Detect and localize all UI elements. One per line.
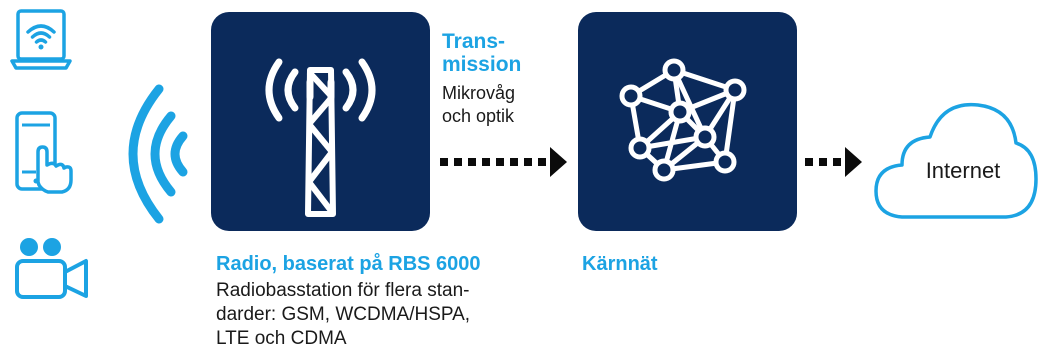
internet-label: Internet (925, 158, 1001, 183)
transmission-title-line1: Trans- (442, 30, 506, 53)
dotted-arrow-internet (802, 144, 866, 180)
core-network-title: Kärnnät (582, 253, 658, 275)
transmission-desc-line1: Mikrovåg (442, 83, 516, 103)
network-mesh-icon (619, 58, 747, 182)
signal-waves-icon (115, 84, 195, 224)
radio-tower-icon (265, 58, 376, 217)
radio-desc-line3: LTE och CDMA (216, 328, 347, 349)
internet-cloud-icon (872, 95, 1040, 223)
radio-title: Radio, baserat på RBS 6000 (216, 253, 481, 275)
radio-desc-line2: darder: GSM, WCDMA/HSPA, (216, 304, 471, 325)
video-camera-icon (14, 236, 92, 302)
radio-desc-line1: Radiobasstation för flera stan- (216, 280, 470, 301)
dotted-arrow-transmission (437, 144, 569, 180)
radio-base-station-box (211, 12, 430, 231)
laptop-wifi-icon (10, 8, 72, 72)
tablet-touch-icon (14, 110, 76, 194)
transmission-desc-line2: och optik (442, 106, 515, 126)
core-network-box (578, 12, 797, 231)
transmission-title-line2: mission (442, 53, 522, 76)
